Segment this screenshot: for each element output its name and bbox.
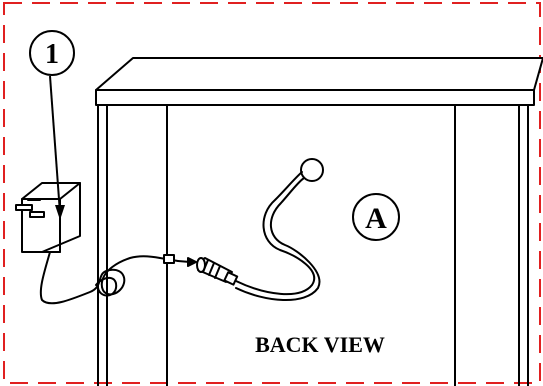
back-view-caption: BACK VIEW: [255, 332, 385, 357]
callout-leader-line: [49, 75, 61, 214]
callout-label-1: 1: [45, 39, 59, 70]
cabinet-icon: [95, 57, 543, 386]
callout-adapter: 1: [29, 30, 75, 76]
callout-fixture: A: [352, 193, 400, 241]
dashed-border: [3, 2, 541, 384]
callout-arrowhead: [55, 205, 65, 220]
gooseneck-lamp-icon: [235, 158, 324, 301]
connector-plug-icon: [196, 257, 239, 286]
power-cord-icon: [39, 251, 197, 305]
callout-label-a: A: [365, 202, 387, 235]
power-adapter-icon: [15, 182, 81, 253]
